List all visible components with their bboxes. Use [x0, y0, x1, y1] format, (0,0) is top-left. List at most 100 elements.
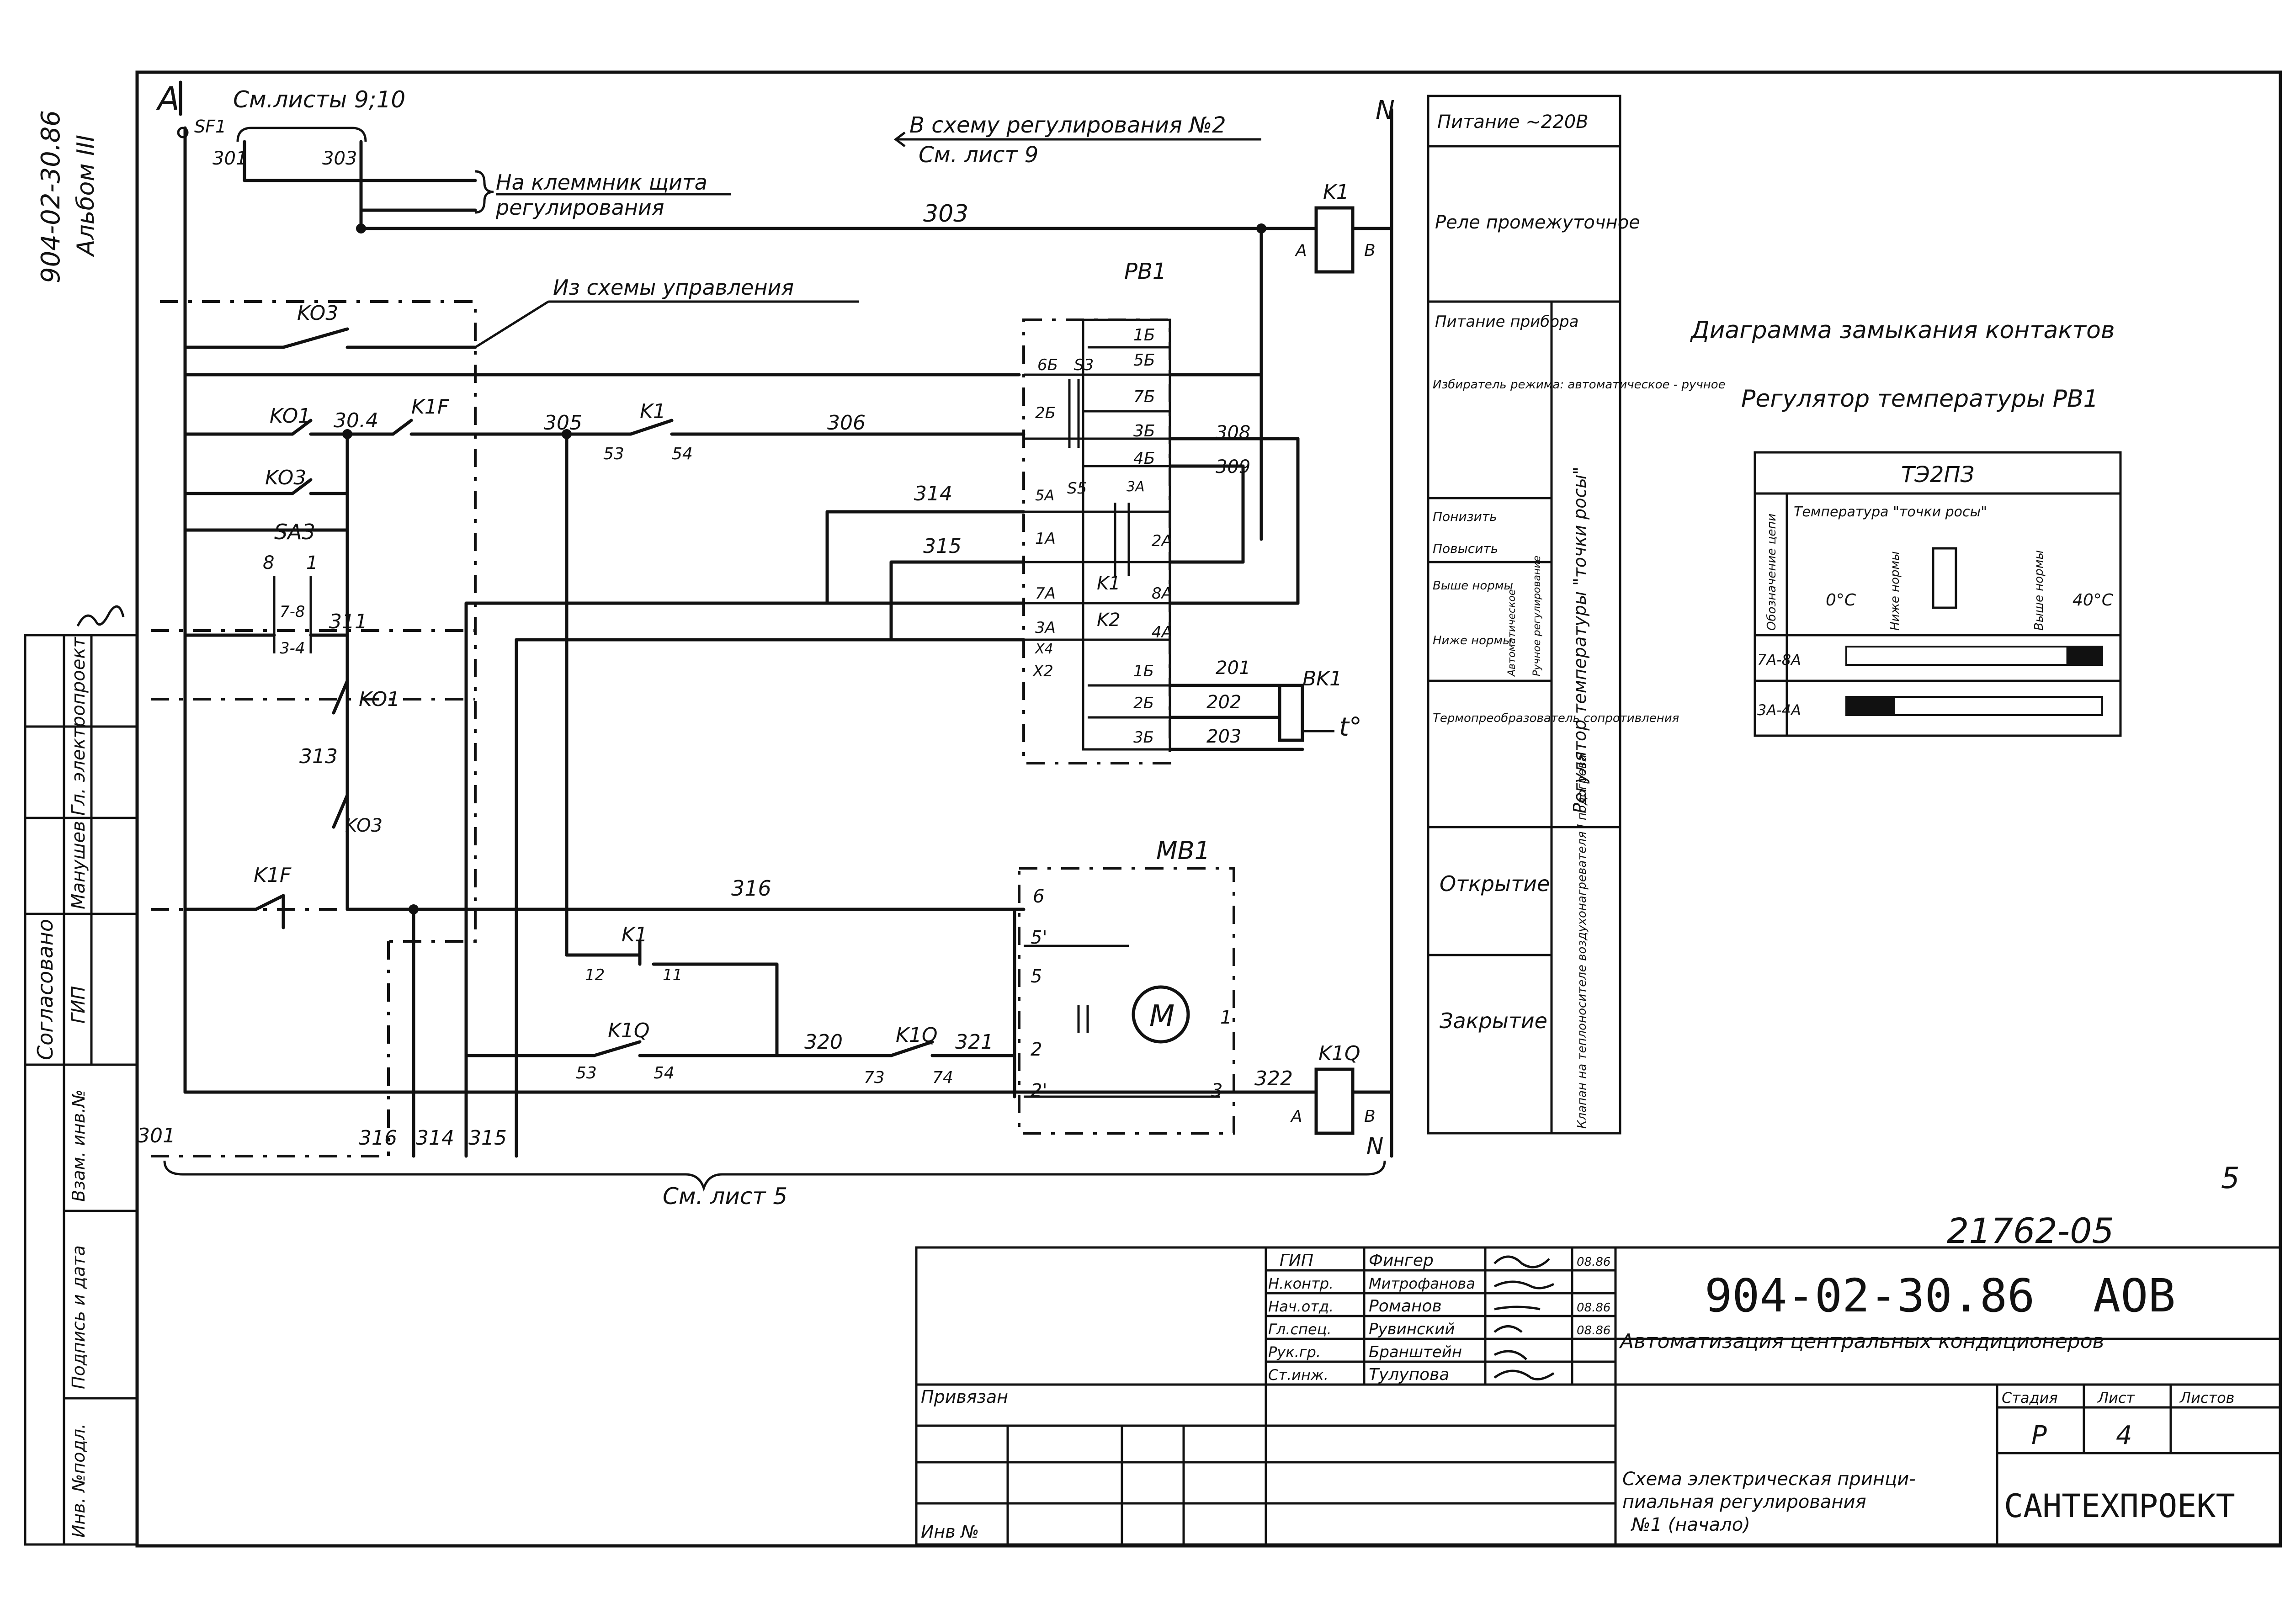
margin-doc-code: 904-02-30.86	[36, 110, 66, 283]
stage-value: Р	[2031, 1421, 2047, 1450]
motor-symbol	[1132, 985, 1190, 1044]
sign-date-label: Подпись и дата	[69, 1245, 89, 1389]
inv-no-label: Инв №	[921, 1522, 979, 1542]
k1b-label: K1	[640, 400, 666, 423]
staff-name-5: Тулупова	[1369, 1365, 1449, 1384]
approval-role-1: Гл. электропроект	[68, 636, 89, 816]
n12: 12	[585, 966, 605, 984]
legend-pribor: Питание прибора	[1435, 313, 1578, 331]
contact-tmax: 40°C	[2072, 591, 2114, 610]
legend-klapan: Клапан на теплоносителе воздухонагревате…	[1575, 754, 1589, 1129]
contact-bar-closed	[1846, 697, 1895, 715]
w201-label: 201	[1216, 658, 1250, 679]
w321-label: 321	[955, 1030, 994, 1054]
contact-tmin: 0°C	[1826, 591, 1856, 610]
stage-label: Стадия	[2002, 1389, 2058, 1406]
sheet-label: Лист	[2097, 1389, 2135, 1406]
sa3-78: 7-8	[280, 603, 305, 621]
motor-m: M	[1149, 999, 1174, 1033]
pb1-t5b: 5Б	[1133, 351, 1155, 370]
w304-label: 30.4	[334, 409, 378, 432]
approval-role-3: ГИП	[68, 986, 89, 1024]
inv-orig-label: Инв. №подл.	[69, 1423, 89, 1538]
k1c-label: K1	[622, 923, 648, 946]
pb1-k1: K1	[1097, 573, 1121, 594]
contact-bar-closed	[2066, 647, 2102, 665]
pb1-t4b: 4Б	[1133, 449, 1155, 468]
drawing-title-1: Схема электрическая принци-	[1622, 1469, 1916, 1490]
w202-label: 202	[1206, 692, 1241, 713]
pb1-t8a: 8А	[1152, 584, 1172, 603]
title-mark: АОВ	[2093, 1269, 2176, 1322]
contact-title: Диаграмма замыкания контактов	[1690, 317, 2115, 344]
pb1-t7a: 7А	[1035, 584, 1056, 603]
sheets-label: Листов	[2179, 1389, 2235, 1406]
n73: 73	[864, 1068, 885, 1087]
approval-signature	[76, 605, 125, 627]
actuator-mb1-box	[1018, 867, 1235, 1135]
n53a: 53	[603, 445, 624, 463]
legend-izbir: Избиратель режима: автоматическое - ручн…	[1433, 378, 1726, 392]
k1q-a: A	[1290, 1107, 1302, 1126]
w313-label: 313	[299, 745, 338, 768]
w311-label: 311	[329, 610, 367, 633]
privyazan-label: Привязан	[921, 1387, 1008, 1407]
contact-above: Выше нормы	[2032, 550, 2046, 631]
sa3-1: 1	[306, 552, 318, 573]
bus-n-bottom: N	[1366, 1133, 1383, 1159]
ko3-label: KO3	[297, 302, 338, 325]
drawing-title-2: пиальная регулирования	[1622, 1491, 1866, 1513]
staff-role-0: ГИП	[1280, 1251, 1313, 1270]
staff-role-5: Ст.инж.	[1268, 1366, 1328, 1384]
t0-label: t°	[1339, 712, 1362, 742]
sa3-label: SA3	[274, 520, 315, 544]
b314-label: 314	[416, 1126, 454, 1150]
contact-table-title: ТЭ2ПЗ	[1901, 462, 1974, 488]
ko1-label: KO1	[270, 404, 311, 428]
pb1-t1a: 1А	[1035, 530, 1056, 548]
w315-label: 315	[923, 535, 962, 558]
n11: 11	[663, 966, 682, 984]
legend-nizhe: Ниже нормы	[1433, 634, 1512, 647]
k1-coil-label: K1	[1323, 180, 1349, 204]
title-doc-code: 904-02-30.86	[1705, 1269, 2035, 1322]
wiring-diagram: A SF1 301 303 См.листы 9;10 На клеммник …	[137, 80, 1395, 1210]
staff-role-1: Н.контр.	[1268, 1275, 1334, 1292]
contact-bars	[1845, 646, 2103, 716]
pb1-k2: K2	[1097, 610, 1121, 631]
k1f-label: K1F	[411, 395, 449, 419]
w320-label: 320	[804, 1030, 843, 1054]
k1q-b: B	[1364, 1107, 1376, 1126]
legend-reg-group: Регулятор температуры "точки росы"	[1570, 467, 1590, 813]
k1-b: B	[1364, 241, 1376, 260]
pb1-x4: X4	[1034, 641, 1053, 657]
staff-role-2: Нач.отд.	[1268, 1298, 1334, 1315]
k1q-label: K1Q	[608, 1019, 649, 1042]
contact-below: Ниже нормы	[1888, 551, 1902, 631]
n53b: 53	[576, 1064, 597, 1083]
staff-name-4: Бранштейн	[1369, 1343, 1462, 1361]
bk1-label: BK1	[1302, 667, 1342, 690]
legend-povys: Повысить	[1433, 541, 1498, 556]
pb1-s3: S3	[1074, 356, 1094, 374]
w316-label: 316	[731, 876, 771, 901]
to-terminal-2: регулирования	[495, 195, 664, 220]
legend-table: Питание ~220В Реле промежуточное Питание…	[1427, 95, 1726, 1135]
pb1-t4a: 4А	[1152, 623, 1172, 642]
bus-a-label: A	[156, 80, 180, 117]
m5p: 5'	[1031, 927, 1047, 948]
see-sheet5-label: См. лист 5	[663, 1183, 787, 1210]
contact-diagram: Диаграмма замыкания контактов Регулятор …	[1690, 317, 2122, 737]
w306-label: 306	[827, 411, 866, 435]
see-sheets-label: См.листы 9;10	[233, 86, 405, 113]
b301-label: 301	[137, 1124, 175, 1147]
m5: 5	[1031, 966, 1042, 987]
staff-date-3: 08.86	[1577, 1324, 1610, 1337]
ko3c-label: KO3	[345, 815, 383, 836]
pb1-t5a: 5А	[1035, 487, 1054, 504]
contact-col-temp: Температура "точки росы"	[1794, 504, 1987, 520]
staff-role-3: Гл.спец.	[1268, 1321, 1332, 1338]
legend-pitanie: Питание ~220В	[1437, 111, 1589, 133]
mb1-label: MB1	[1156, 836, 1210, 865]
approval-role-2: Манушев	[68, 821, 89, 909]
